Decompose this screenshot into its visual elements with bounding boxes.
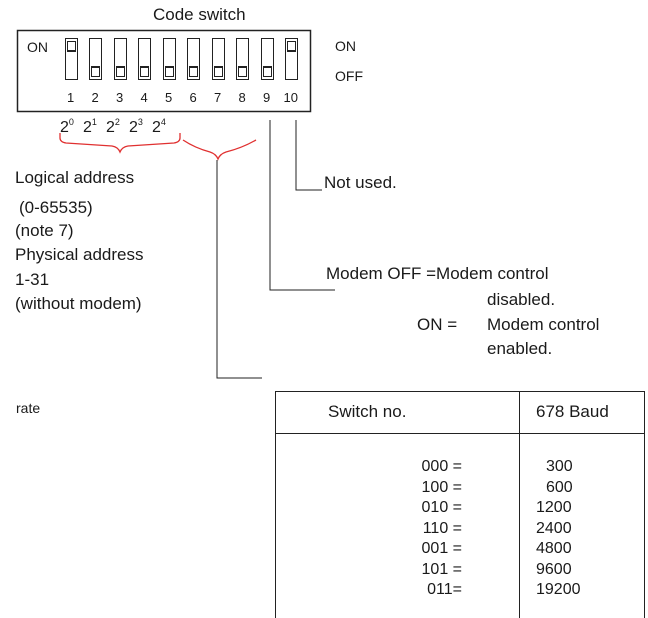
bit-weight-label: 21 — [83, 117, 97, 136]
on-label-right: ON — [335, 38, 356, 54]
dip-switch-8 — [236, 38, 249, 80]
address-line-3: (note 7) — [15, 221, 74, 240]
baud-rate-table: Switch no. 678 Baud 000 = 300 100 = 600 010 … — [275, 391, 645, 618]
dip-switch-lever — [164, 66, 174, 77]
row-switch-code: 110 = — [422, 519, 462, 537]
row-baud-value: 19200 — [536, 581, 581, 598]
address-line-1: Logical address — [15, 168, 135, 187]
dip-switch-10 — [285, 38, 298, 80]
dip-switch-lever — [115, 66, 125, 77]
dip-switch-7 — [211, 38, 225, 80]
row-baud-value: 4800 — [536, 540, 572, 557]
switch-number: 7 — [214, 90, 222, 105]
switch-housing — [16, 29, 312, 113]
modem-line-1: Modem OFF =Modem control — [326, 264, 549, 283]
on-label-left: ON — [27, 39, 48, 55]
dip-switch-lever — [66, 41, 76, 52]
switch-number: 10 — [283, 90, 298, 105]
switch-number: 5 — [165, 90, 173, 105]
dip-switch-lever — [213, 66, 223, 77]
diagram-title: Code switch — [153, 5, 246, 24]
leader-not-used — [295, 120, 322, 191]
switch-number: 4 — [140, 90, 148, 105]
row-baud-value: 9600 — [536, 560, 572, 578]
dip-switch-lever — [140, 66, 149, 77]
bit-weight-label: 24 — [152, 117, 166, 136]
address-line-2: (0-65535) — [19, 198, 93, 217]
row-switch-code: 001 = — [421, 540, 462, 557]
modem-line-3-right: Modem control — [487, 315, 600, 334]
bit-weight-label: 20 — [60, 117, 74, 136]
row-switch-code: 011= — [427, 581, 462, 598]
address-line-5: 1-31 — [15, 270, 50, 289]
rate-label: rate — [16, 400, 41, 416]
row-switch-code: 100 = — [421, 478, 462, 496]
off-label-right: OFF — [335, 68, 363, 84]
leader-baud — [216, 160, 262, 379]
row-baud-value: 1200 — [536, 499, 572, 516]
dip-switch-9 — [260, 38, 274, 80]
row-switch-code: 101 = — [421, 560, 462, 578]
dip-switch-5 — [162, 38, 176, 80]
dip-switch-lever — [238, 66, 247, 77]
modem-line-3-left: ON = — [417, 315, 458, 334]
modem-line-4: enabled. — [487, 339, 553, 358]
not-used-text: Not used. — [324, 173, 397, 192]
dip-switch-4 — [138, 38, 151, 80]
address-brace — [59, 133, 181, 154]
switch-number: 6 — [189, 90, 197, 105]
switch-number: 2 — [91, 90, 99, 105]
row-switch-code: 000 = — [421, 458, 462, 475]
row-baud-value: 300 — [546, 458, 573, 475]
leader-modem — [269, 120, 335, 291]
switch-number: 3 — [116, 90, 124, 105]
dip-switch-lever — [189, 66, 198, 77]
dip-switch-6 — [187, 38, 200, 80]
switch-number: 8 — [238, 90, 246, 105]
bit-weight-label: 23 — [129, 117, 143, 136]
dip-switch-3 — [113, 38, 127, 80]
row-switch-code: 010 = — [421, 499, 462, 516]
table-header-baud: 678 Baud — [536, 402, 609, 421]
dip-switch-2 — [89, 38, 102, 80]
table-header-switch: Switch no. — [328, 402, 407, 421]
baud-brace — [182, 139, 257, 161]
dip-switch-lever — [287, 41, 296, 52]
bit-weight-label: 22 — [106, 117, 120, 136]
dip-switch-1 — [64, 38, 78, 80]
dip-switch-lever — [262, 66, 272, 77]
address-line-4: Physical address — [15, 245, 144, 264]
dip-switch-lever — [91, 66, 100, 77]
row-baud-value: 2400 — [536, 519, 572, 537]
switch-number: 9 — [263, 90, 271, 105]
address-line-6: (without modem) — [15, 294, 142, 313]
switch-number: 1 — [67, 90, 75, 105]
row-baud-value: 600 — [546, 478, 573, 496]
modem-line-2: disabled. — [487, 290, 556, 309]
